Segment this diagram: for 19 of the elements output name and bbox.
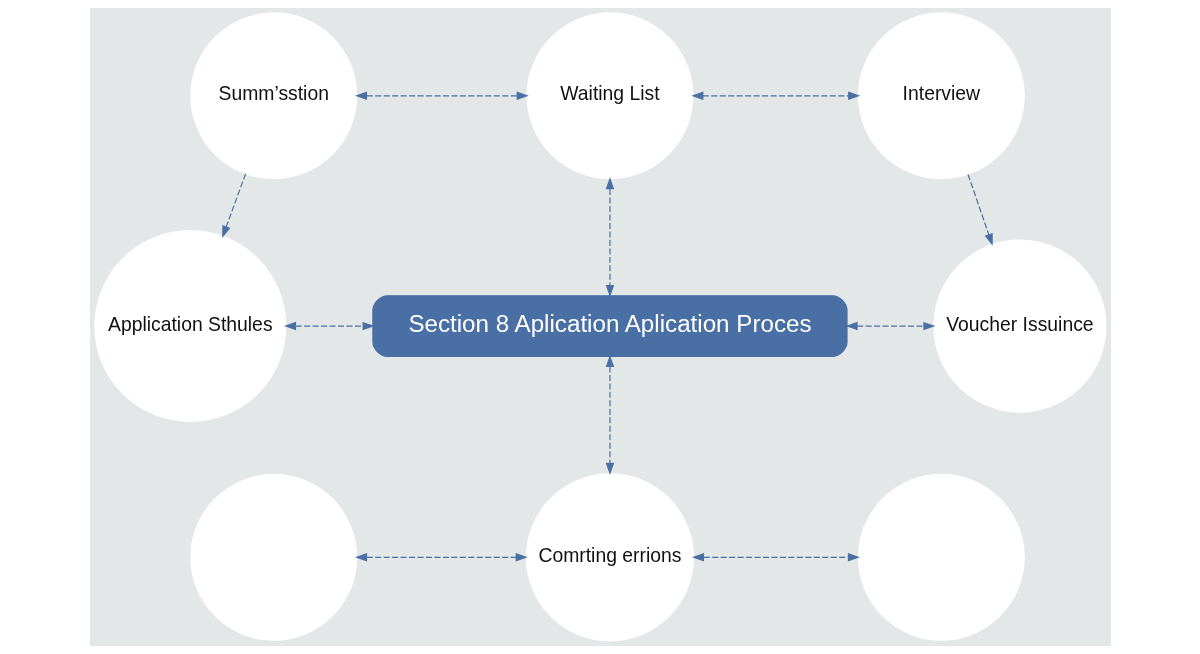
arrow	[845, 321, 935, 331]
node-circle: Voucher Issuince	[932, 239, 1106, 413]
node-circle: Application Sthules	[93, 230, 286, 423]
node-box: Section 8 Aplication Aplication Proces	[371, 295, 848, 357]
arrow	[354, 91, 529, 100]
arrow	[283, 321, 375, 331]
arrow	[605, 177, 614, 298]
arrow	[605, 354, 614, 475]
node-circle: Comrting errions	[525, 473, 694, 642]
node-circle: Summ’sstion	[189, 12, 357, 180]
arrow	[691, 553, 860, 562]
node-circle	[189, 473, 357, 641]
arrow	[354, 553, 528, 562]
arrow	[221, 173, 246, 238]
arrow	[966, 173, 993, 246]
node-circle	[857, 473, 1025, 641]
node-circle: Interview	[857, 12, 1025, 180]
arrow	[690, 91, 860, 100]
node-circle: Waiting List	[526, 12, 693, 180]
